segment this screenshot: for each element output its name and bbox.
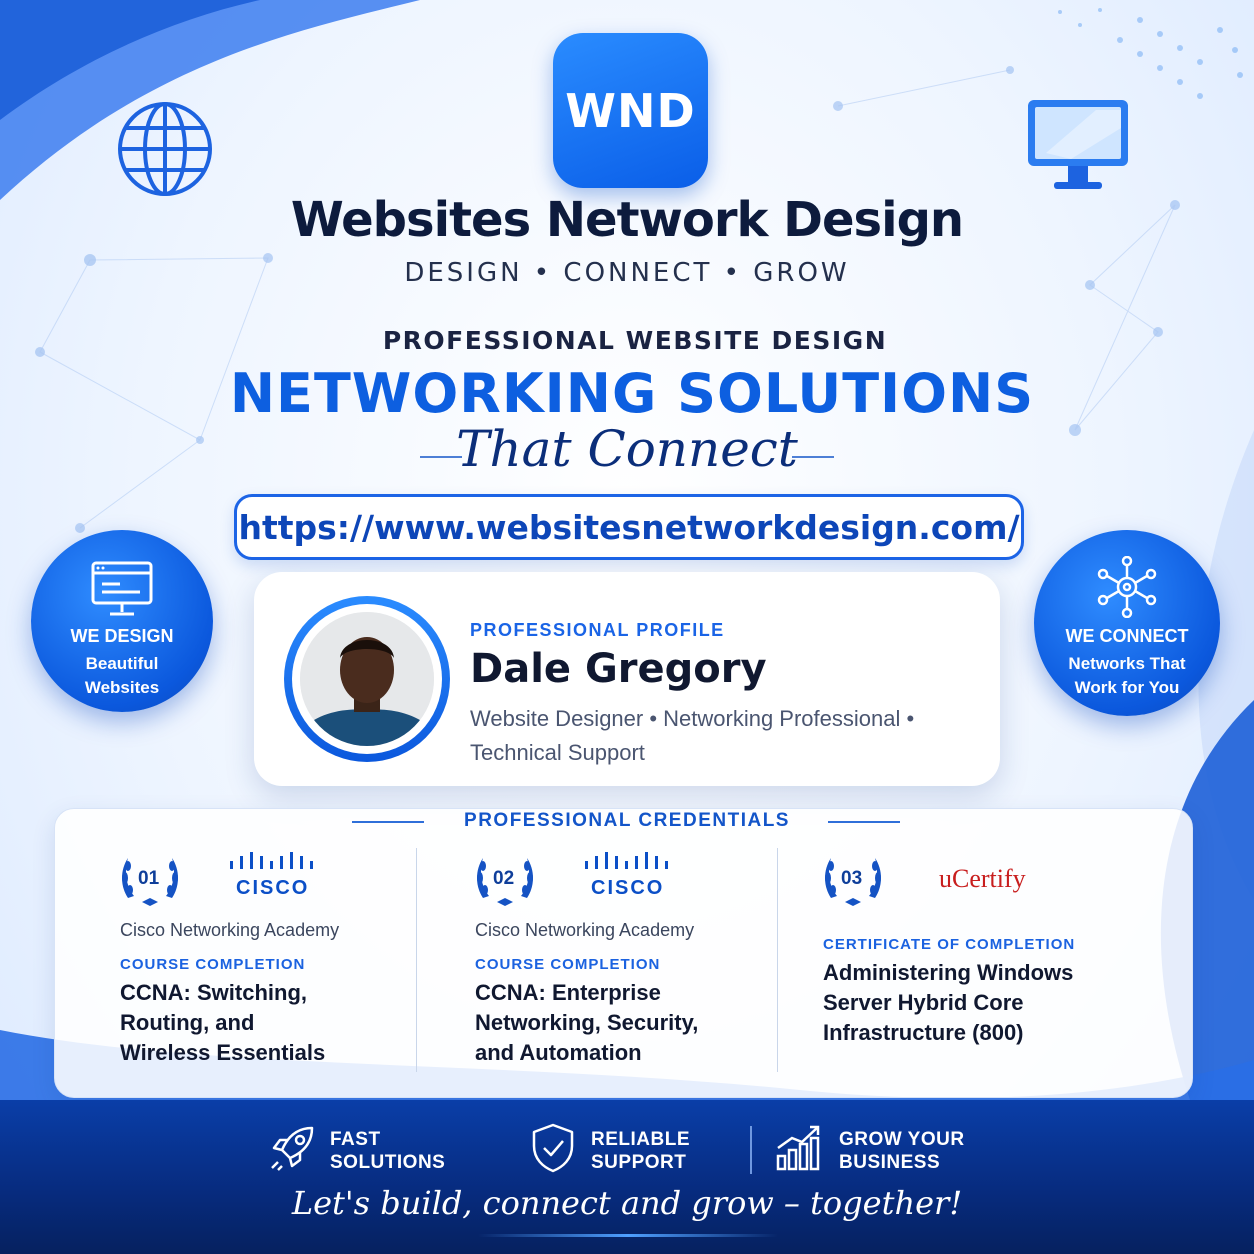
- credential-org: Cisco Networking Academy: [475, 920, 695, 940]
- credential-card-1: 01 CISCO Cisco Networking Academy COURSE…: [118, 848, 408, 1078]
- browser-window-icon: [91, 561, 153, 616]
- ucertify-logo-text: uCertify: [939, 864, 1026, 893]
- ucertify-logo: uCertify: [939, 864, 1026, 894]
- credential-number: 02: [493, 868, 515, 889]
- course-line: and Automation: [475, 1040, 642, 1065]
- network-nodes-icon: [1097, 556, 1157, 618]
- credential-course: CCNA: Switching, Routing, and Wireless E…: [120, 978, 325, 1068]
- course-line: Infrastructure (800): [823, 1020, 1024, 1045]
- divider-dash: [792, 456, 834, 458]
- credential-number: 03: [841, 868, 863, 889]
- column-divider: [416, 848, 417, 1072]
- logo-initials: WND: [565, 83, 696, 138]
- feature-line: SUPPORT: [591, 1152, 687, 1173]
- main-headline: NETWORKING SOLUTIONS: [229, 362, 1035, 425]
- cisco-logo: CISCO: [583, 852, 673, 900]
- profile-roles: Website Designer • Networking Profession…: [470, 702, 970, 770]
- slogan-underline: [478, 1234, 778, 1237]
- laurel-wreath-icon: [825, 858, 881, 906]
- profile-name: Dale Gregory: [470, 646, 767, 692]
- we-design-badge: WE DESIGN Beautiful Websites: [31, 530, 213, 712]
- brand-name: Websites Network Design: [290, 192, 964, 248]
- avatar-ring: [284, 596, 450, 762]
- badge-line: Websites: [84, 678, 160, 697]
- course-line: Server Hybrid Core: [823, 990, 1024, 1015]
- course-line: CCNA: Switching,: [120, 980, 307, 1005]
- credential-card-3: 03 uCertify CERTIFICATE OF COMPLETION Ad…: [821, 848, 1161, 1078]
- badge-title: WE DESIGN: [70, 626, 174, 646]
- badge-line: Work for You: [1074, 678, 1180, 697]
- profile-role-line: Website Designer • Networking Profession…: [470, 706, 915, 731]
- portrait-photo: [300, 612, 434, 746]
- avatar-frame: [292, 604, 442, 754]
- credential-kind: CERTIFICATE OF COMPLETION: [823, 936, 1076, 953]
- credential-kind: COURSE COMPLETION: [475, 956, 661, 973]
- feature-line: GROW YOUR: [839, 1129, 965, 1150]
- issuer-name: CISCO: [236, 877, 310, 899]
- we-connect-badge: WE CONNECT Networks That Work for You: [1034, 530, 1220, 716]
- laurel-wreath-icon: [122, 858, 178, 906]
- badge-title: WE CONNECT: [1065, 626, 1189, 646]
- globe-icon: [118, 102, 212, 196]
- credential-org: Cisco Networking Academy: [120, 920, 340, 940]
- cisco-bars-icon: [585, 852, 668, 869]
- website-url[interactable]: https://www.websitesnetworkdesign.com/: [238, 507, 1020, 547]
- column-divider: [777, 848, 778, 1072]
- feature-line: SOLUTIONS: [330, 1152, 446, 1173]
- growth-chart-icon: [776, 1125, 820, 1171]
- profile-role-line: Technical Support: [470, 740, 645, 765]
- pre-headline: PROFESSIONAL WEBSITE DESIGN: [382, 326, 888, 355]
- credential-number: 01: [138, 868, 160, 889]
- feature-grow-business: GROW YOUR BUSINESS: [839, 1128, 965, 1174]
- badge-line: Beautiful: [85, 654, 159, 673]
- divider-dash: [828, 821, 900, 823]
- credential-kind: COURSE COMPLETION: [120, 956, 306, 973]
- profile-card: PROFESSIONAL PROFILE Dale Gregory Websit…: [254, 572, 1000, 786]
- credential-course: Administering Windows Server Hybrid Core…: [823, 958, 1073, 1048]
- brand-tagline: DESIGN • CONNECT • GROW: [404, 258, 850, 288]
- course-line: Routing, and: [120, 1010, 255, 1035]
- feature-line: FAST: [330, 1129, 381, 1150]
- divider-dash: [352, 821, 424, 823]
- desktop-monitor-icon: [1028, 100, 1128, 189]
- badge-subtitle: Networks That Work for You: [1034, 652, 1220, 700]
- badge-line: Networks That: [1068, 654, 1186, 673]
- feature-reliable-support: RELIABLE SUPPORT: [591, 1128, 690, 1174]
- cisco-bars-icon: [230, 852, 313, 869]
- footer-divider: [750, 1126, 752, 1174]
- wnd-logo: WND: [553, 33, 708, 188]
- course-line: Administering Windows: [823, 960, 1074, 985]
- course-line: CCNA: Enterprise: [475, 980, 661, 1005]
- course-line: Networking, Security,: [475, 1010, 699, 1035]
- closing-slogan: Let's build, connect and grow – together…: [291, 1184, 963, 1222]
- avatar: [300, 612, 434, 746]
- credentials-title: PROFESSIONAL CREDENTIALS: [464, 810, 790, 831]
- feature-line: RELIABLE: [591, 1129, 690, 1150]
- rocket-icon: [271, 1126, 314, 1171]
- badge-subtitle: Beautiful Websites: [31, 652, 213, 700]
- feature-fast-solutions: FAST SOLUTIONS: [330, 1128, 445, 1174]
- footer-band: [0, 1100, 1254, 1254]
- issuer-name: CISCO: [591, 877, 665, 899]
- script-headline: That Connect: [456, 420, 798, 478]
- laurel-wreath-icon: [477, 858, 533, 906]
- credential-course: CCNA: Enterprise Networking, Security, a…: [475, 978, 698, 1068]
- credential-card-2: 02 CISCO Cisco Networking Academy COURSE…: [473, 848, 768, 1078]
- cisco-logo: CISCO: [228, 852, 318, 900]
- shield-check-icon: [532, 1123, 574, 1173]
- divider-dash: [420, 456, 462, 458]
- feature-line: BUSINESS: [839, 1152, 941, 1173]
- credentials-panel: [54, 808, 1193, 1098]
- profile-label: PROFESSIONAL PROFILE: [470, 620, 725, 640]
- website-url-box[interactable]: https://www.websitesnetworkdesign.com/: [234, 494, 1024, 560]
- course-line: Wireless Essentials: [120, 1040, 326, 1065]
